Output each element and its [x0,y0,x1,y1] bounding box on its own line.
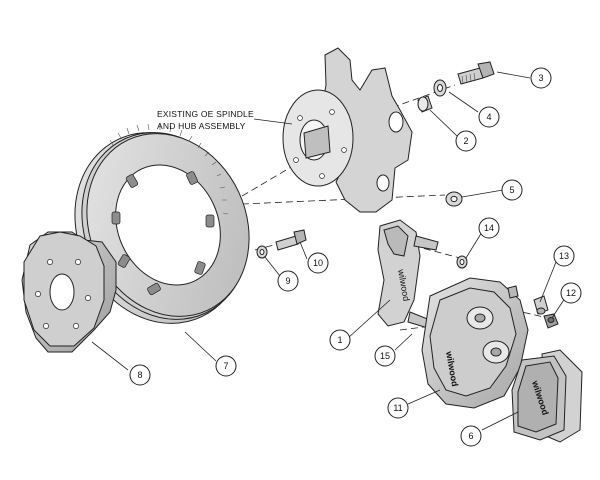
callout-8: 8 [129,364,151,386]
hat-bolt-holes [35,259,91,329]
bleeder-screw [533,295,549,315]
rotor-vane-edge [109,123,229,215]
mount-washer [433,79,447,97]
rotor-hat [21,231,117,353]
shim-washer [445,191,463,207]
rotor-mount-slots [111,171,215,296]
callout-bubbles: 1 2 3 4 5 6 7 8 [129,67,582,447]
callout-13: 13 [553,245,575,267]
callout-12: 12 [560,282,582,304]
caption-line-1: EXISTING OE SPINDLE [157,109,254,119]
svg-text:14: 14 [484,223,494,233]
svg-text:15: 15 [380,351,390,361]
svg-text:13: 13 [559,251,569,261]
caliper-bleeder-screw [507,285,519,299]
hub-bolt-holes [293,109,347,179]
callout-7: 7 [215,355,237,377]
caliper-bracket: wilwood [377,219,439,329]
callout-14: 14 [478,217,500,239]
svg-text:6: 6 [468,431,473,441]
rotor [74,123,250,324]
callout-11: 11 [387,397,409,419]
bracket-bolt [275,229,307,251]
callout-2: 2 [455,130,477,152]
mount-bolt [457,61,495,85]
callout-leaders [91,71,566,431]
svg-text:7: 7 [223,361,228,371]
oe-spindle-hub [282,47,413,213]
svg-text:10: 10 [313,258,323,268]
mount-spacer [417,95,433,113]
caliper: wilwood [421,277,529,409]
callout-5: 5 [501,179,523,201]
svg-text:1: 1 [337,335,342,345]
callout-1: 1 [329,329,351,351]
bracket-stud [456,255,468,269]
callout-6: 6 [460,425,482,447]
svg-text:3: 3 [538,73,543,83]
svg-text:12: 12 [566,288,576,298]
svg-text:2: 2 [463,136,468,146]
callout-10: 10 [307,252,329,274]
brake-pads: wilwood [511,349,583,443]
callout-3: 3 [530,67,552,89]
bracket-washer [256,245,268,259]
svg-text:8: 8 [137,370,142,380]
svg-text:11: 11 [393,403,402,413]
spindle-caption: EXISTING OE SPINDLE AND HUB ASSEMBLY [157,109,293,131]
svg-text:9: 9 [285,276,290,286]
callout-9: 9 [277,270,299,292]
svg-text:4: 4 [486,112,491,122]
callout-4: 4 [478,106,500,128]
svg-text:5: 5 [509,185,514,195]
bleeder-cap [543,313,559,329]
callout-15: 15 [374,345,396,367]
caption-line-2: AND HUB ASSEMBLY [157,121,246,131]
